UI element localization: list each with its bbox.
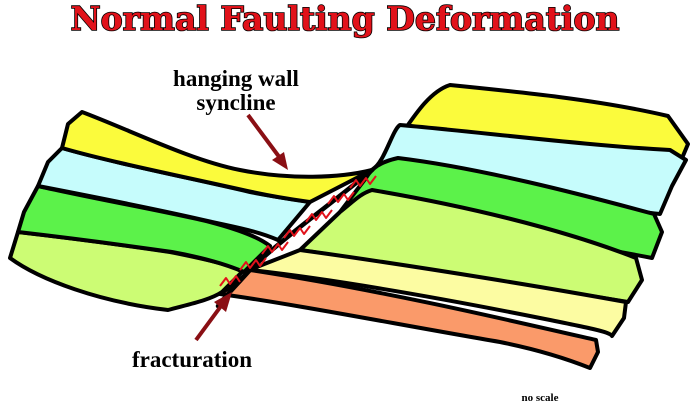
arrow-hanging-wall xyxy=(246,113,288,170)
footwall-bed-salmon xyxy=(218,268,600,370)
footwall xyxy=(298,83,690,304)
fracture-marks xyxy=(219,175,377,287)
label-no-scale: no scale xyxy=(522,392,559,403)
label-fracturation: fracturation xyxy=(132,347,252,372)
label-hanging-wall: hanging wall xyxy=(173,66,299,91)
hanging-wall xyxy=(8,110,374,312)
diagram-title: Normal Faulting Deformation xyxy=(70,0,619,38)
arrow-fracturation xyxy=(194,292,232,342)
label-syncline: syncline xyxy=(196,90,275,115)
